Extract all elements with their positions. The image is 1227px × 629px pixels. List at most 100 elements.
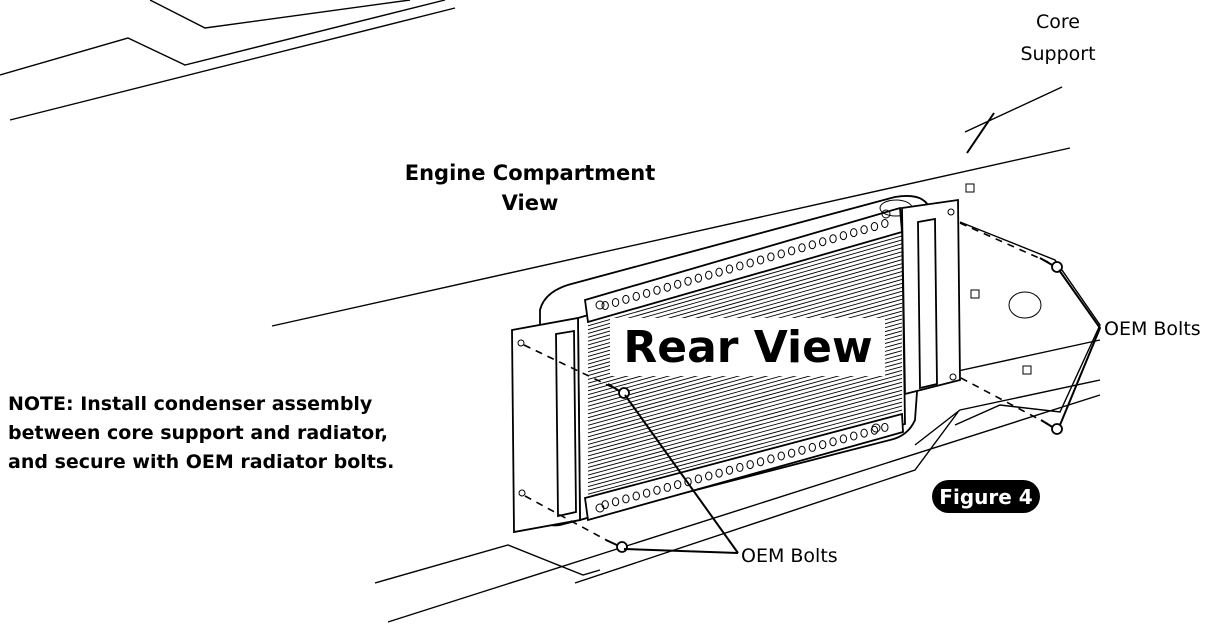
rail-hole [756,457,765,467]
fin-line [587,393,903,480]
core-support-top-line [964,86,1063,133]
rail-hole [705,270,713,280]
plate-hole [1008,291,1042,319]
rail-hole [860,428,868,438]
rail-hole [663,482,672,492]
rail-hole [705,471,713,481]
rail-hole [622,494,630,504]
rail-hole [611,497,620,507]
rail-hole [601,300,609,310]
rail-hole [850,228,858,238]
lower-right-line-b [914,379,1101,446]
bottom-rail-holes [601,422,889,510]
engine-view-label-line2: View [502,191,559,215]
rail-hole [881,422,889,432]
rail-hole [642,488,651,498]
rail-hole [684,276,692,286]
plate-square-1 [965,183,975,193]
rail-hole [642,288,651,298]
lower-right-line-a [934,339,1101,377]
rail-hole [694,474,703,484]
upper-body-edge [149,0,411,29]
right-bracket-hole-bottom [949,373,957,381]
rail-hole [715,468,723,478]
rail-hole [818,440,827,450]
rail-hole [777,451,785,461]
left-bracket-hole-top [517,339,525,347]
fin-line [587,377,903,464]
rail-hole [881,219,889,229]
rail-hole [736,462,744,472]
rail-hole [808,240,817,250]
fin-line [587,381,903,468]
rail-hole [673,279,682,289]
rail-hole [725,465,734,475]
core-support-label-line2: Support [1020,43,1095,65]
bottom-bolts-leader-a [624,394,739,554]
fin-line [587,239,903,331]
note-line-3: and secure with OEM radiator bolts. [8,451,394,473]
rail-hole [746,460,754,470]
rail-hole [777,249,785,259]
plate-square-3 [1022,365,1032,375]
rail-hole [673,480,682,490]
corner-bolt-br [871,423,881,433]
lower-support-edge [574,411,959,584]
rail-hole [611,297,620,307]
rail-hole [736,261,744,271]
dash-left-bottom [524,495,609,542]
rail-hole [746,258,754,268]
rail-hole [808,442,817,452]
fin-line [587,385,903,472]
rail-hole [870,222,879,232]
engine-view-label-line1: Engine Compartment [405,161,655,185]
core-support-label-line1: Core [1036,11,1080,33]
note-line-1: NOTE: Install condenser assembly [8,393,373,415]
right-bolts-leader [1058,269,1102,426]
fin-line [587,409,903,495]
rail-hole [653,485,661,495]
rear-view-label-bg [610,318,885,376]
rail-hole [787,246,796,256]
corner-bolt-tl [595,300,605,310]
oem-bolt-left-top [607,383,630,399]
dash-left-top [523,344,619,391]
rail-hole [787,448,796,458]
rail-hole [756,255,765,265]
oem-bolt-right-top [1039,257,1063,273]
dash-right-bottom [960,377,1049,425]
top-rail-holes [601,219,889,310]
leader-lines [623,112,1102,554]
fin-line [587,374,903,461]
bottom-body-edge [387,394,1101,623]
rail-hole [715,267,723,277]
rail-hole [632,291,640,301]
left-bracket-slot [555,329,577,518]
core-support-plate [954,183,1101,426]
rail-hole [694,273,703,283]
dash-right-top [959,222,1049,263]
bottom-body-fold [374,544,601,584]
rear-view-label: Rear View [623,322,872,373]
plate-square-2 [970,289,980,299]
fin-line [587,370,903,457]
upper-body-fold [0,0,446,76]
fin-line [587,401,903,487]
rail-hole [632,491,640,501]
oem-bolt-left-bottom [605,539,628,553]
oem-bolts-right-label: OEM Bolts [1104,318,1201,340]
vehicle-body-lines [0,0,1101,623]
figure-badge-label: Figure 4 [939,485,1032,509]
rail-hole [684,477,692,487]
fin-line [587,389,903,476]
rail-hole [798,445,806,455]
core-support-leader [966,112,995,154]
oem-bolts-bottom-label: OEM Bolts [741,545,838,567]
rail-hole [767,454,775,464]
left-bracket-hole-bottom [518,489,526,497]
rail-hole [653,285,661,295]
figure-badge: Figure 4 [932,480,1040,513]
figure-badge-bg [932,480,1040,513]
rail-hole [839,434,848,444]
